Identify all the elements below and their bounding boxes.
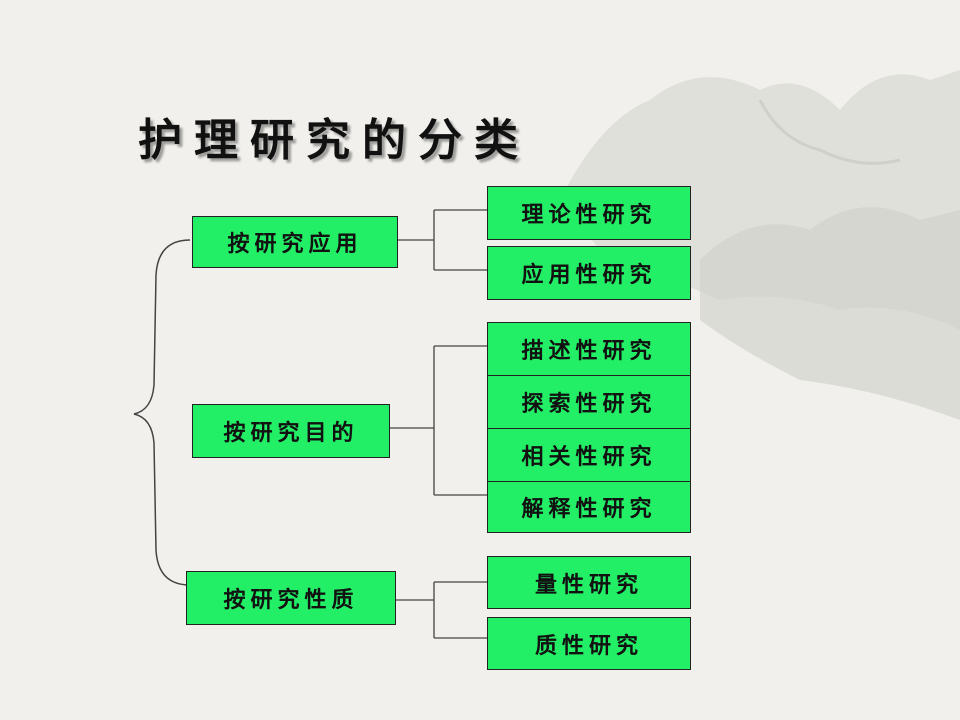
subcategory-applied: 应用性研究 (487, 246, 691, 300)
subcategory-quantitative: 量性研究 (487, 556, 691, 609)
category-application: 按研究应用 (192, 216, 398, 268)
subcategory-qualitative: 质性研究 (487, 617, 691, 670)
subcategory-theoretical: 理论性研究 (487, 186, 691, 240)
subcategory-descriptive: 描述性研究 (487, 322, 691, 376)
subcategory-explanatory: 解释性研究 (487, 481, 691, 533)
category-nature: 按研究性质 (186, 571, 396, 625)
subcategory-exploratory: 探索性研究 (487, 375, 691, 429)
category-purpose: 按研究目的 (192, 404, 390, 458)
page-title: 护理研究的分类 (138, 115, 530, 166)
subcategory-correlational: 相关性研究 (487, 428, 691, 482)
